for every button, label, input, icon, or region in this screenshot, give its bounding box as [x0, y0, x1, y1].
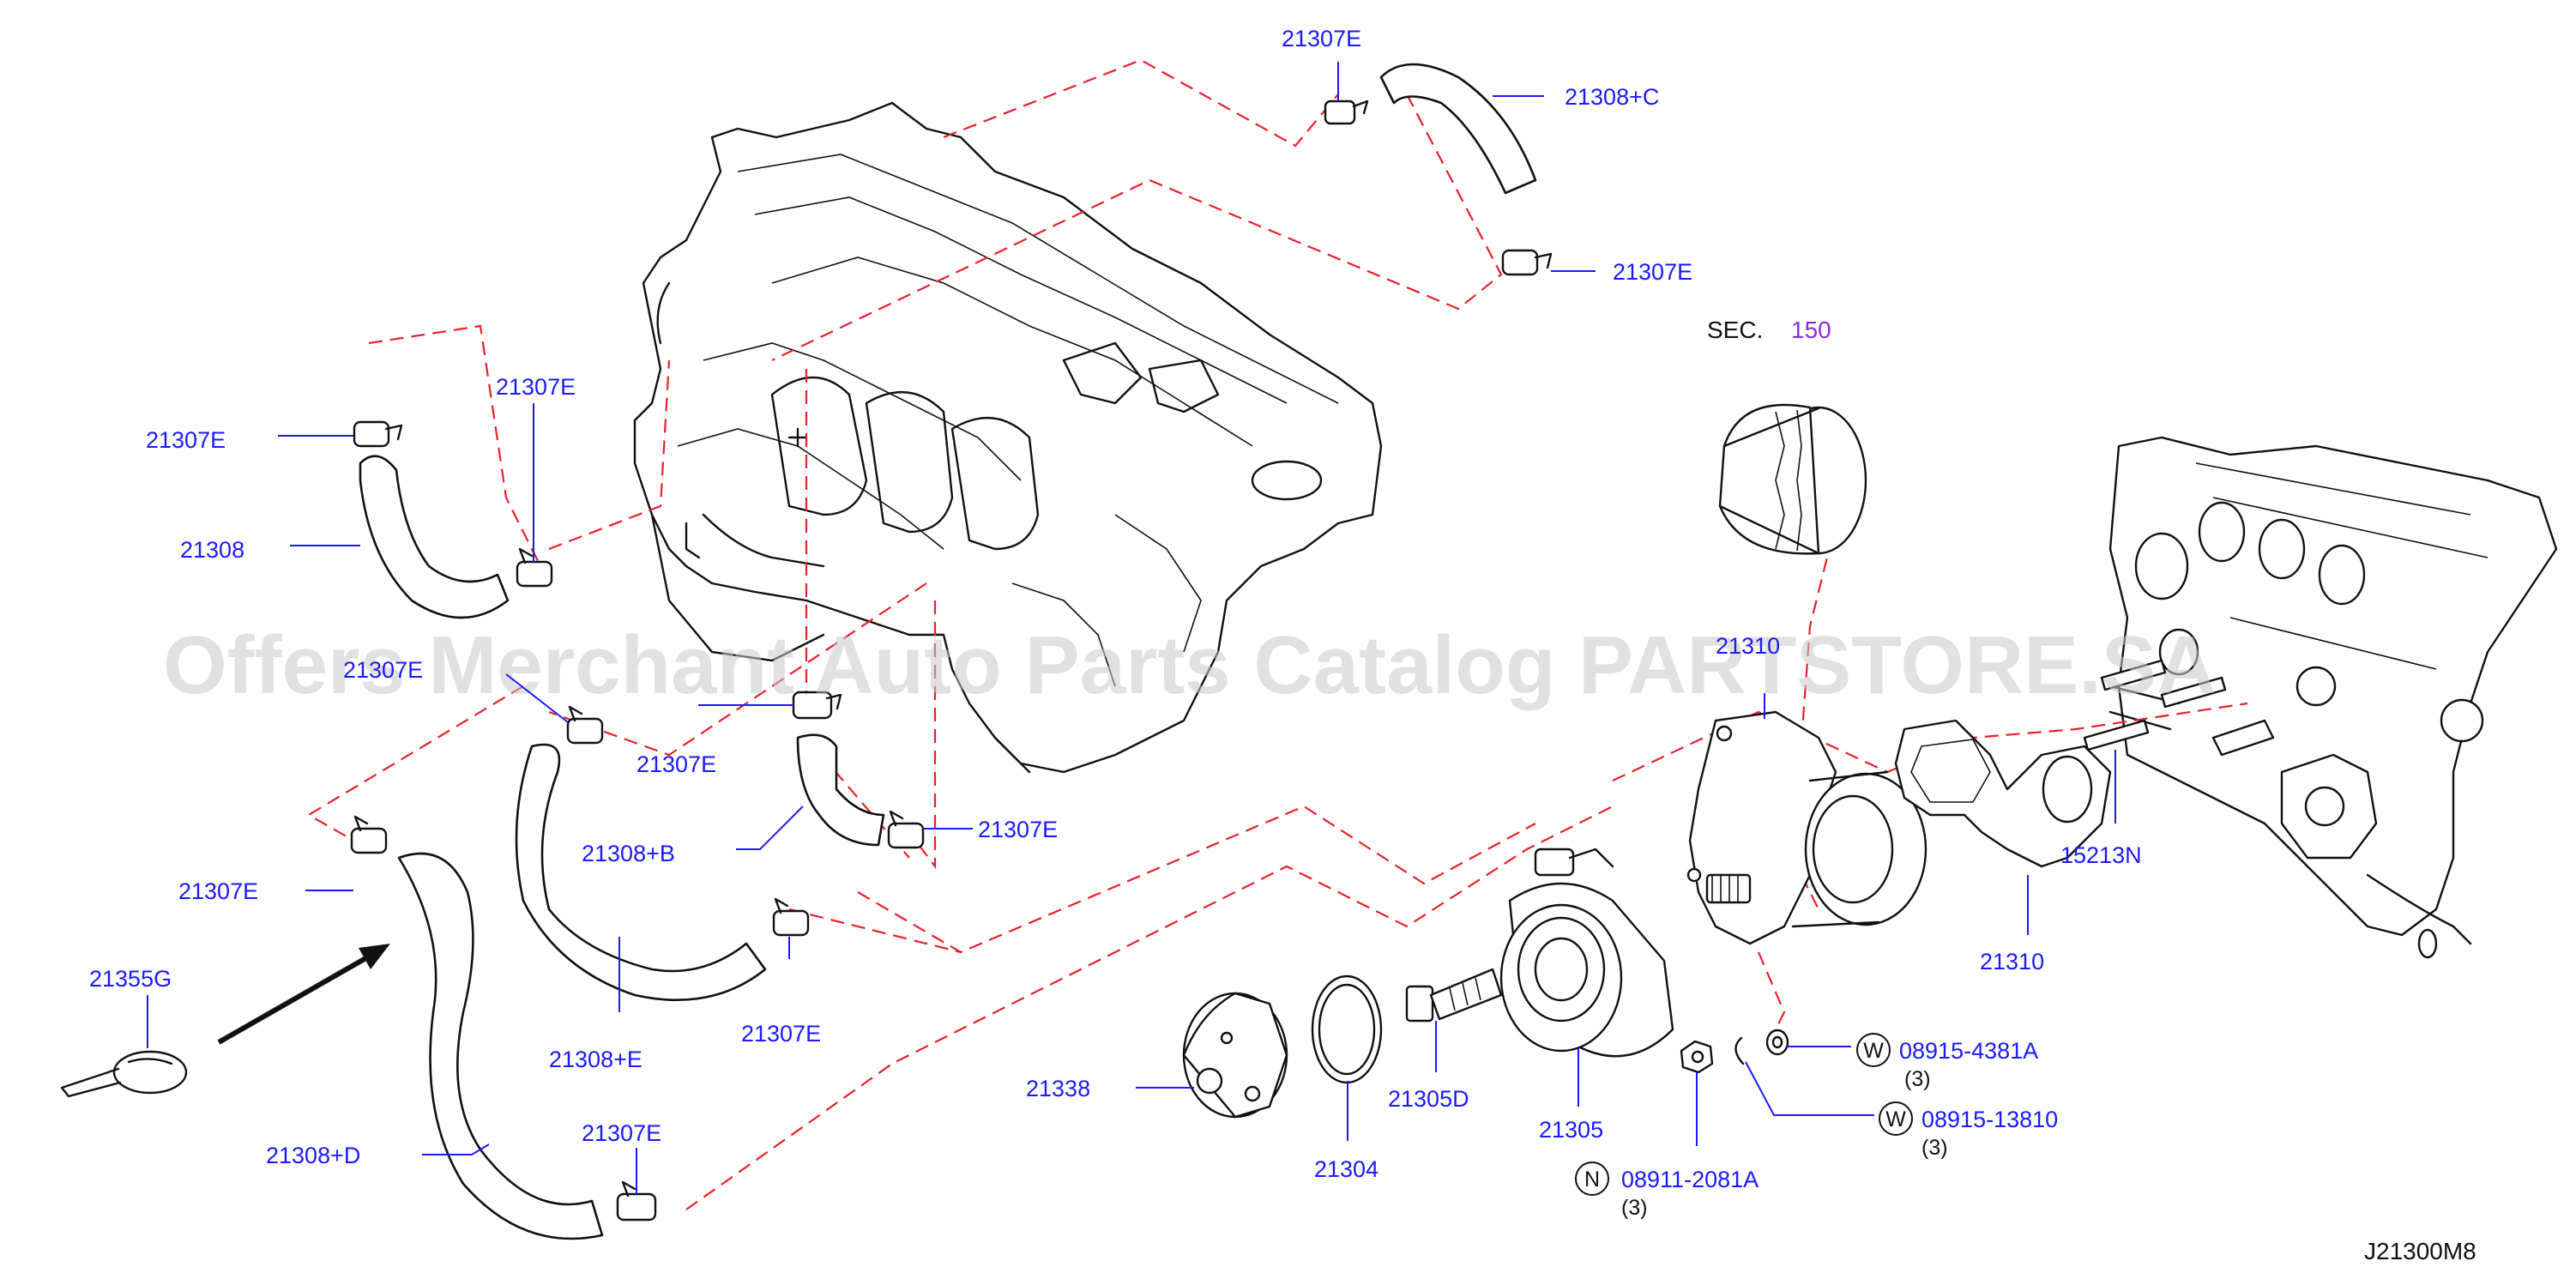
label-21308e[interactable]: 21308+E	[549, 1047, 642, 1072]
section-prefix: SEC.	[1707, 317, 1763, 343]
label-21307e-left-top[interactable]: 21307E	[146, 427, 226, 453]
label-21308d[interactable]: 21308+D	[266, 1143, 360, 1168]
label-21307e-e[interactable]: 21307E	[741, 1021, 821, 1047]
direction-arrow-icon	[217, 944, 390, 1045]
label-21310-upper[interactable]: 21310	[1716, 633, 1780, 659]
washer-badge-icon	[1856, 1033, 1891, 1067]
qty-washer-2: (3)	[1921, 1136, 1948, 1160]
nut-badge-letter: N	[1584, 1167, 1600, 1192]
label-21304[interactable]: 21304	[1314, 1156, 1378, 1182]
label-21338[interactable]: 21338	[1026, 1076, 1090, 1101]
hose-21308b	[796, 733, 885, 847]
label-21307e-bottom[interactable]: 21307E	[582, 1120, 661, 1146]
label-21308[interactable]: 21308	[180, 537, 244, 563]
washer-badge-letter: W	[1863, 1039, 1884, 1063]
clamp-icon	[353, 420, 403, 448]
clamp-icon	[350, 815, 388, 854]
label-21307e-center[interactable]: 21307E	[636, 751, 716, 777]
label-08915-13810[interactable]: 08915-13810	[1921, 1107, 2058, 1132]
clamp-icon	[772, 897, 810, 937]
stud-15213n	[2083, 659, 2227, 751]
label-21308c[interactable]: 21308+C	[1565, 84, 1659, 110]
leader-lines	[147, 62, 2116, 1194]
cylinder-head-drawing	[2108, 436, 2558, 959]
hose-21308	[359, 455, 510, 619]
label-21310[interactable]: 21310	[1980, 949, 2044, 974]
label-21307e-b-right[interactable]: 21307E	[978, 817, 1058, 842]
engine-intake-manifold-drawing	[633, 101, 1383, 774]
hardware-labels: W 08915-4381A (3) W 08915-13810 (3) N 08…	[1575, 1033, 2058, 1220]
label-21307e-left-mid[interactable]: 21307E	[496, 374, 576, 400]
hose-21308d	[397, 852, 604, 1240]
seal-ring-drawing	[1311, 974, 1383, 1084]
label-21308b[interactable]: 21308+B	[582, 841, 675, 866]
connector-bolt-drawing	[1405, 968, 1503, 1023]
diagram-code: J21300M8	[2364, 1238, 2476, 1264]
label-08911-2081a[interactable]: 08911-2081A	[1621, 1167, 1759, 1192]
qty-washer-1: (3)	[1904, 1067, 1931, 1091]
washer-badge-icon	[1879, 1101, 1913, 1136]
label-15213n[interactable]: 15213N	[2060, 842, 2142, 868]
label-08915-4381a[interactable]: 08915-4381A	[1899, 1038, 2038, 1064]
label-21305[interactable]: 21305	[1539, 1117, 1603, 1143]
water-housing-drawing	[1686, 710, 1927, 945]
washer-badge-letter: W	[1885, 1107, 1906, 1131]
watermark-text: Offers Merchant Auto Parts Catalog PARTS…	[163, 619, 2216, 711]
section-link-150[interactable]: 150	[1791, 317, 1831, 343]
cover-drawing	[1182, 992, 1288, 1119]
label-21307e-top-right[interactable]: 21307E	[1613, 259, 1692, 285]
label-21307e-d-top[interactable]: 21307E	[178, 878, 258, 904]
label-21307e-top[interactable]: 21307E	[1282, 26, 1361, 51]
gasket-drawing	[1894, 719, 2112, 868]
hose-21308e	[515, 743, 767, 1001]
hoses-and-clamps	[350, 63, 1553, 1240]
hardware-nut-washers	[1680, 1029, 1789, 1074]
label-21307e-left-lower[interactable]: 21307E	[343, 657, 423, 683]
qty-nut: (3)	[1621, 1196, 1648, 1220]
label-21355g[interactable]: 21355G	[89, 966, 172, 992]
clamp-icon	[1324, 100, 1369, 125]
clamp-icon	[1501, 249, 1553, 276]
label-21305d[interactable]: 21305D	[1388, 1086, 1469, 1112]
part-labels: 21307E 21308+C 21307E 21307E 21307E 2130…	[89, 26, 2142, 1182]
nut-badge-icon	[1575, 1161, 1609, 1196]
clamp-icon	[566, 705, 604, 745]
tie-clip-21355g	[60, 1050, 188, 1098]
hose-21308c	[1379, 63, 1537, 195]
oil-cooler-drawing	[1499, 848, 1674, 1058]
oil-filter-drawing	[1718, 403, 1867, 555]
section-reference: SEC. 150	[1707, 317, 1831, 343]
clamp-icon	[887, 810, 925, 849]
